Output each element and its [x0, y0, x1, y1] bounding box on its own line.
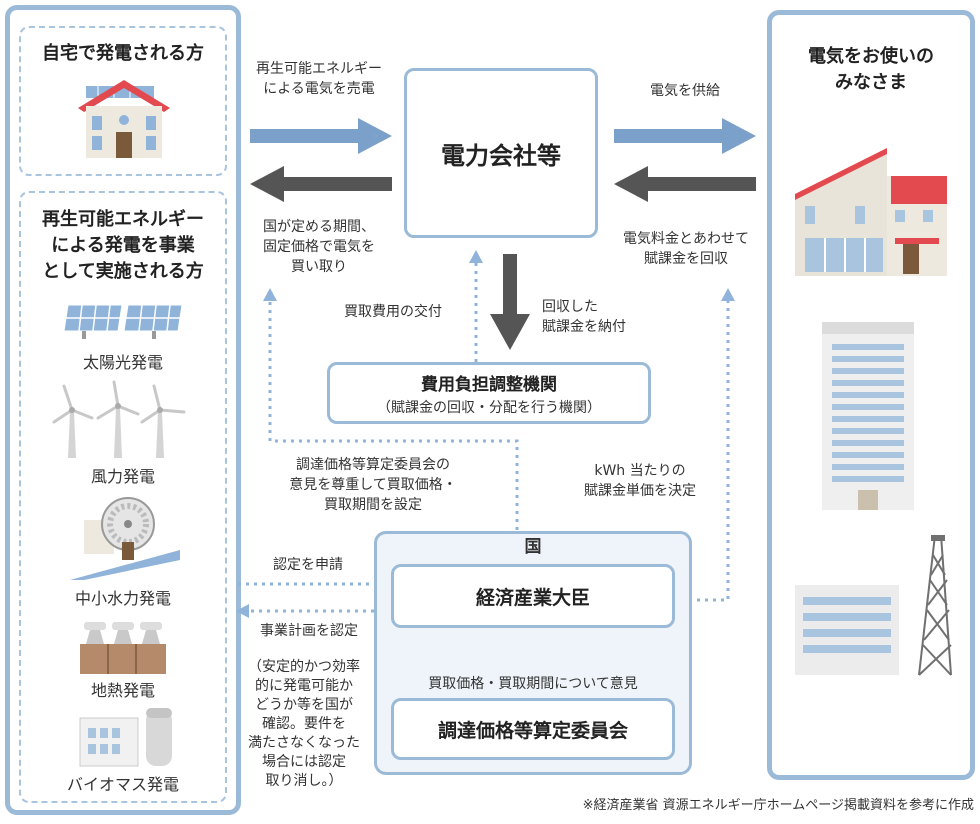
pay-label-1: 回収した [542, 299, 598, 315]
geothermal-plant-icon [80, 622, 166, 674]
home-producer-title: 自宅で発電される方 [42, 43, 204, 64]
hydro-label: 中小水力発電 [74, 589, 171, 608]
note-line-5: 満たさなくなった [248, 735, 360, 751]
business-producer-box [19, 191, 227, 803]
buy-label-2: 固定価格で電気を [263, 239, 375, 255]
note-line-1: （安定的かつ効率 [248, 659, 360, 675]
buy-arrow-icon [250, 166, 392, 202]
pay-label-2: 賦課金を納付 [542, 319, 626, 335]
sell-label-2: による電気を売電 [263, 81, 375, 97]
respect-label-3: 買取期間を設定 [324, 497, 422, 513]
geothermal-label: 地熱発電 [90, 681, 155, 700]
footnote: ※経済産業省 資源エネルギー庁ホームページ掲載資料を参考に作成 [582, 798, 974, 813]
sell-arrow-icon [250, 118, 392, 154]
respect-label-2: 意見を尊重して買取価格・ [289, 477, 457, 493]
note-line-4: 確認。要件を [262, 716, 346, 732]
buy-label-1: 国が定める期間、 [263, 219, 375, 235]
consumer-title-2: みなさま [835, 72, 907, 93]
business-producer-title-3: として実施される方 [42, 261, 204, 282]
collect-arrow-icon [614, 166, 756, 202]
cost-adjustment-org-title: 費用負担調整機関 [421, 374, 557, 395]
business-producer-title-2: による発電を事業 [51, 235, 195, 256]
cost-adjustment-org-box: 費用負担調整機関 （賦課金の回収・分配を行う機関） [327, 362, 651, 424]
hydro-wheel-icon [70, 497, 180, 580]
utility-company-title: 電力会社等 [441, 141, 561, 170]
wind-label: 風力発電 [90, 467, 155, 486]
supply-arrow-icon [614, 118, 756, 154]
minister-box: 経済産業大臣 [391, 564, 675, 628]
consumer-title-1: 電気をお使いの [808, 46, 934, 67]
respect-label-1: 調達価格等算定委員会の [296, 457, 450, 473]
biomass-plant-icon [79, 708, 172, 767]
committee-box: 調達価格等算定委員会 [391, 698, 675, 760]
office-tower-icon [822, 322, 914, 510]
note-line-3: どうか等を国が [255, 697, 353, 713]
home-producer-box [19, 26, 227, 176]
minister-title: 経済産業大臣 [475, 586, 590, 609]
certify-label: 事業計画を認定 [260, 623, 358, 639]
note-line-6: 場合には認定 [262, 754, 346, 770]
cost-adjustment-org-subtitle: （賦課金の回収・分配を行う機関） [377, 399, 601, 416]
wind-turbine-icon [52, 380, 186, 458]
opinion-label: 買取価格・買取期間について意見 [428, 676, 638, 692]
factory-tower-icon [795, 534, 952, 676]
country-label: 国 [524, 537, 542, 557]
biomass-label: バイオマス発電 [66, 775, 179, 794]
buy-label-3: 買い取り [291, 259, 347, 275]
unit-price-label-1: kWh 当たりの [594, 463, 686, 479]
apply-label: 認定を申請 [273, 557, 343, 573]
solar-label: 太陽光発電 [82, 353, 163, 372]
unit-price-label-2: 賦課金単価を決定 [584, 483, 696, 499]
supply-label: 電気を供給 [650, 83, 720, 99]
grant-label: 買取費用の交付 [344, 304, 442, 320]
collect-label-2: 賦課金を回収 [644, 251, 728, 267]
utility-company-box: 電力会社等 [404, 68, 598, 238]
solar-panel-icon [63, 304, 183, 339]
business-producer-title-1: 再生可能エネルギー [42, 209, 204, 230]
pay-down-arrow-icon [490, 254, 530, 350]
house-icon [78, 80, 170, 158]
note-line-7: 取り消し。） [265, 773, 343, 789]
note-line-2: 的に発電可能か [255, 678, 353, 694]
sell-label-1: 再生可能エネルギー [256, 61, 382, 77]
committee-title: 調達価格等算定委員会 [437, 719, 628, 742]
store-building-icon [795, 148, 947, 276]
collect-label-1: 電気料金とあわせて [623, 231, 749, 247]
